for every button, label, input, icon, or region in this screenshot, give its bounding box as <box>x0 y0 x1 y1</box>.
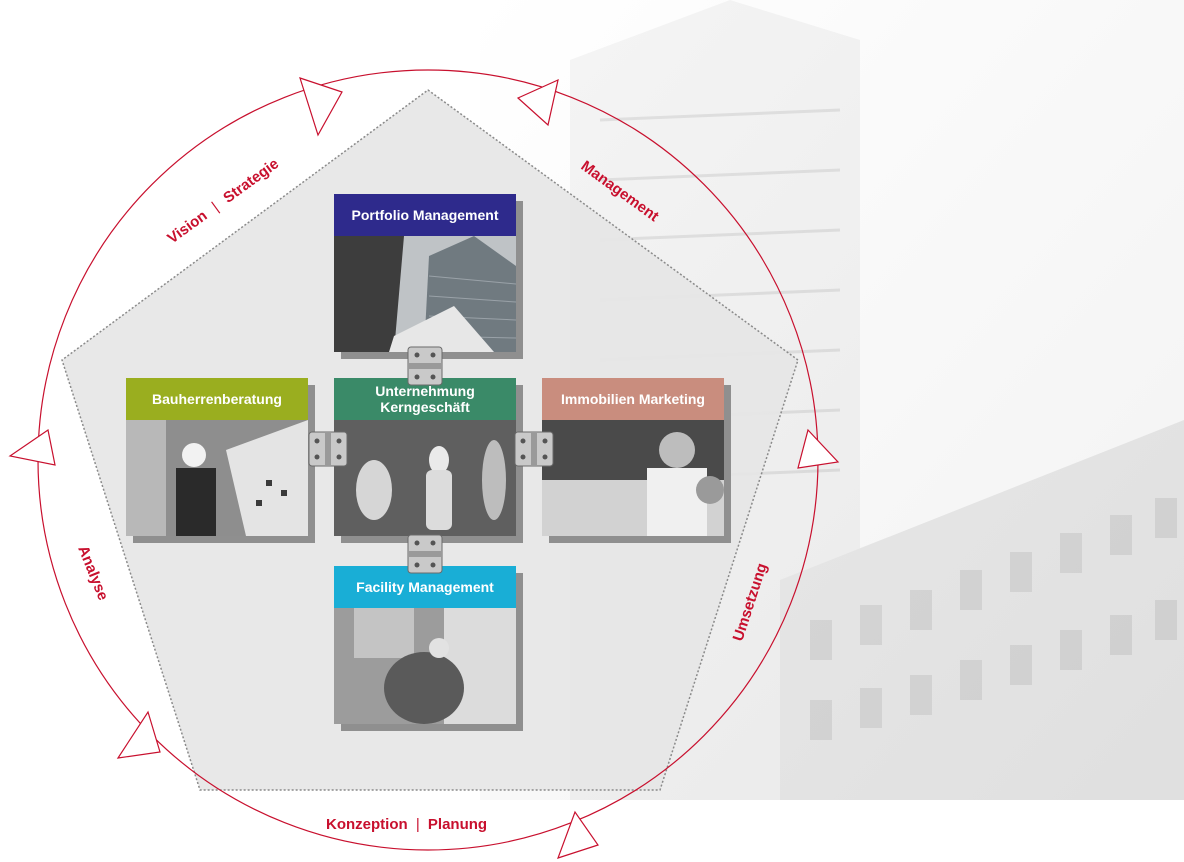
arrow-icon <box>8 428 56 466</box>
arrow-icon <box>116 710 161 759</box>
hinge-icon <box>514 431 554 467</box>
tile-label: Bauherrenberatung <box>152 391 282 407</box>
ring-label-konzeption: Konzeption | Planung <box>326 816 488 833</box>
hinge-icon <box>407 534 443 574</box>
architect-plans-photo <box>126 420 308 536</box>
arrow-icon <box>797 428 840 469</box>
tile-label: Unternehmung <box>375 383 475 399</box>
tile-portfolio-management: Portfolio Management <box>334 194 516 352</box>
tile-label: Portfolio Management <box>351 207 499 223</box>
tile-immobilien-marketing: Immobilien Marketing <box>542 378 724 536</box>
arrow-icon <box>557 810 599 859</box>
ring-label-analyse: Analyse <box>74 543 111 603</box>
arrow-icon <box>299 77 343 137</box>
tile-header: Bauherrenberatung <box>126 378 308 420</box>
tile-facility-management: Facility Management <box>334 566 516 724</box>
tile-header: Portfolio Management <box>334 194 516 236</box>
skyscrapers-photo <box>334 236 516 352</box>
tile-bauherrenberatung: Bauherrenberatung <box>126 378 308 536</box>
tile-kerngeschaeft: Unternehmung Kerngeschäft <box>334 378 516 536</box>
tile-label: Immobilien Marketing <box>561 391 705 407</box>
window-repair-photo <box>334 608 516 724</box>
arrow-icon <box>516 78 559 127</box>
hinge-icon <box>308 431 348 467</box>
tile-label: Kerngeschäft <box>380 399 470 415</box>
ring-label-umsetzung: Umsetzung <box>730 561 771 643</box>
tile-label: Facility Management <box>356 579 494 595</box>
chess-pieces-photo <box>334 420 516 536</box>
hinge-icon <box>407 346 443 386</box>
call-center-photo <box>542 420 724 536</box>
tile-header: Immobilien Marketing <box>542 378 724 420</box>
